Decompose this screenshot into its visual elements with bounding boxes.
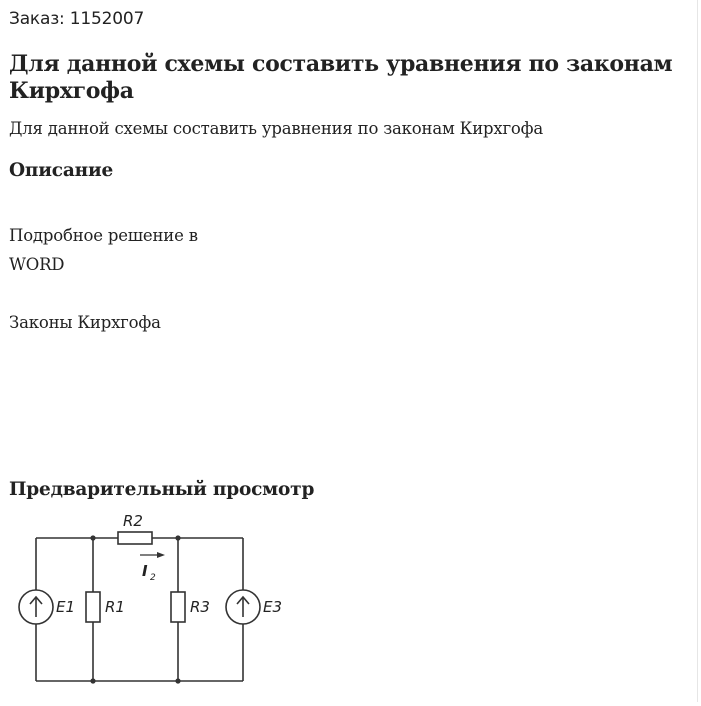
circuit-diagram: R2 I 2 E1 R1 R3 E3: [18, 512, 282, 684]
source-e3-arrow-head: [236, 595, 250, 605]
preview-heading: Предварительный просмотр: [9, 479, 315, 500]
label-e3: E3: [263, 598, 282, 616]
resistor-r3: [170, 591, 186, 623]
circuit-preview: R2 I 2 E1 R1 R3 E3: [0, 500, 320, 702]
label-i2-subscript: 2: [150, 573, 156, 583]
order-number: Заказ: 1152007: [9, 9, 145, 29]
description-line-3: Законы Кирхгофа: [9, 313, 161, 332]
label-r1: R1: [105, 598, 125, 616]
page-subtitle: Для данной схемы составить уравнения по …: [9, 119, 544, 138]
label-r3: R3: [190, 598, 210, 616]
current-arrow-head: [157, 552, 165, 558]
source-e1-arrow-head: [29, 595, 43, 605]
junction-bottom-r3: [175, 678, 181, 684]
resistor-r1: [85, 591, 101, 623]
label-e1: E1: [56, 598, 75, 616]
junction-top-r1: [90, 535, 96, 541]
description-heading: Описание: [9, 160, 114, 181]
label-r2: R2: [123, 512, 143, 530]
label-i2: I: [142, 562, 148, 580]
junction-top-r3: [175, 535, 181, 541]
description-line-2: WORD: [9, 255, 65, 274]
page-right-border: [697, 0, 698, 702]
page-title: Для данной схемы составить уравнения по …: [9, 51, 673, 104]
resistor-r2: [117, 531, 153, 545]
description-line-1: Подробное решение в: [9, 226, 198, 245]
junction-bottom-r1: [90, 678, 96, 684]
